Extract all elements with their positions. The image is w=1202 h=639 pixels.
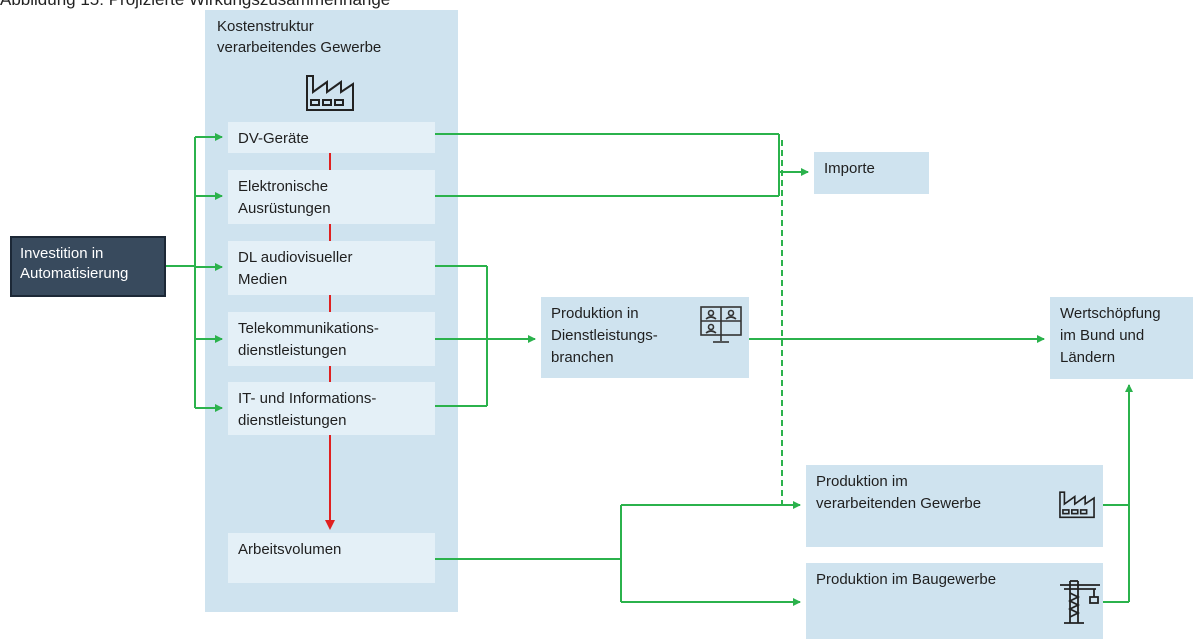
item-telekommunikation: Telekommunikations- dienstleistungen — [228, 312, 435, 366]
crane-icon — [1060, 580, 1100, 624]
cost-structure-title: Kostenstruktur verarbeitendes Gewerbe — [217, 18, 382, 56]
factory-icon — [1059, 491, 1095, 519]
item-dl-audiovisueller-medien: DL audiovisueller Medien — [228, 241, 435, 295]
importe-box: Importe — [814, 152, 929, 194]
item-arbeitsvolumen: Arbeitsvolumen — [228, 533, 435, 583]
factory-icon — [306, 75, 354, 111]
dienstleistungen-box: Produktion in Dienstleistungs- branchen — [541, 297, 749, 378]
item-it-informationsdienstleistungen: IT- und Informations- dienstleistungen — [228, 382, 435, 435]
input-investition-box: Investition in Automatisierung — [10, 236, 166, 297]
baugewerbe-box: Produktion im Baugewerbe — [806, 563, 1103, 639]
item-dv-geraete: DV-Geräte — [228, 122, 435, 153]
wertschoepfung-box: Wertschöpfung im Bund und Ländern — [1050, 297, 1193, 379]
figure-caption: Abbildung 15: Projizierte Wirkungszusamm… — [0, 0, 390, 10]
item-elektronische-ausruestungen: Elektronische Ausrüstungen — [228, 170, 435, 224]
verarbeitendes-gewerbe-box: Produktion im verarbeitenden Gewerbe — [806, 465, 1103, 547]
video-call-icon — [700, 306, 742, 343]
